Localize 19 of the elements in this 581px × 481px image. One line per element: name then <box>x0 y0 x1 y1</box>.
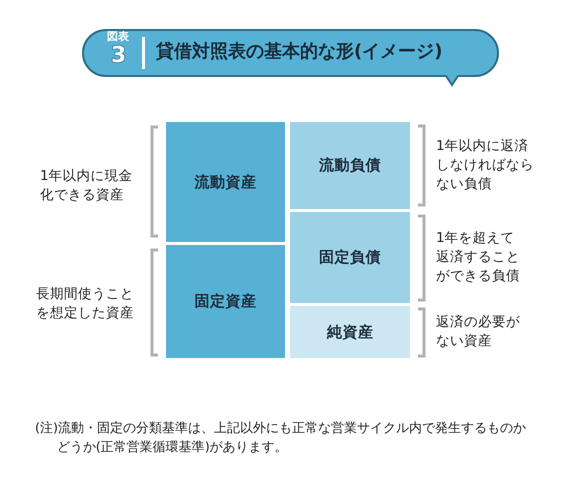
asset-box <box>166 245 285 358</box>
title-text: 貸借対照表の基本的な形(イメージ) <box>156 41 442 63</box>
box-label: 流動負債 <box>319 156 381 175</box>
liability-box <box>290 122 410 209</box>
box-label: 固定負債 <box>319 248 381 267</box>
description-text: 1年を超えて返済することができる負債 <box>436 229 521 286</box>
badge-number: 3 <box>111 45 126 67</box>
box-label: 固定資産 <box>194 292 256 311</box>
description-text: 1年以内に返済しなければならない負債 <box>436 137 535 194</box>
description-text: 長期間使うことを想定した資産 <box>36 285 135 324</box>
note-text: (注)流動・固定の分類基準は、上記以外にも正常な営業サイクル内で発生するものかどうか(正常営業循環基準)があります。 <box>35 420 527 457</box>
badge-label: 図表 <box>107 31 129 44</box>
equity-box <box>290 306 410 358</box>
box-label: 流動資産 <box>194 172 256 192</box>
description-text: 返済の必要がない資産 <box>436 313 521 352</box>
liability-box <box>290 212 410 303</box>
description-text: 1年以内に現金化できる資産 <box>40 167 134 206</box>
box-label: 純資産 <box>326 322 374 342</box>
asset-box <box>166 122 285 242</box>
